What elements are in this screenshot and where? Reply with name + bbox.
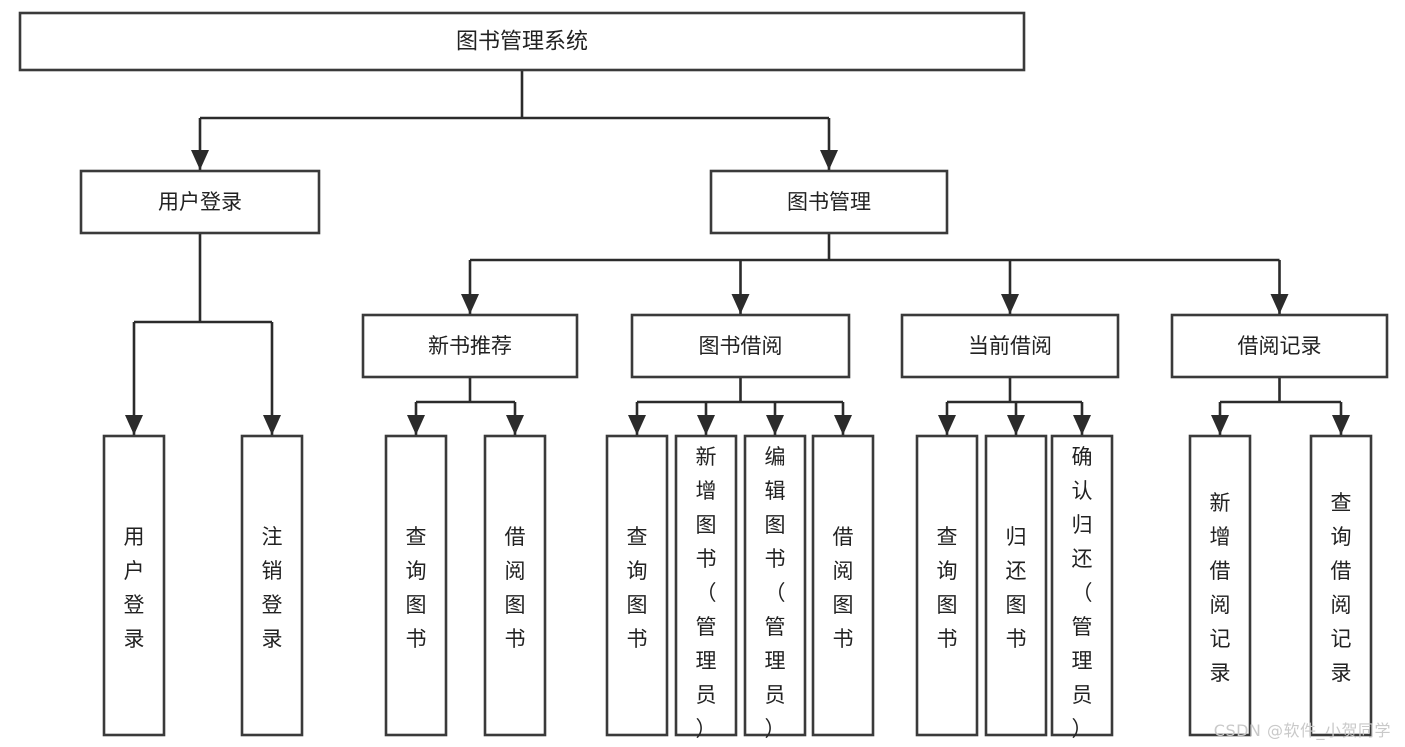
arrow-head-icon-bb-query-book [628, 415, 646, 435]
node-label-br-add-record: 新增借阅记录 [1210, 491, 1231, 685]
node-box-user-logout [240, 434, 304, 737]
node-nbr-borrow-book[interactable]: 借阅图书 [483, 434, 547, 737]
node-box-current-borrow [900, 313, 1120, 379]
node-box-bb-add-book-admin [674, 434, 738, 737]
node-bb-edit-book-admin[interactable]: 编辑图书（管理员） [743, 434, 807, 741]
connector-layer [125, 70, 1350, 435]
node-book-manage[interactable]: 图书管理 [709, 169, 949, 235]
node-label-user-login-do: 用户登录 [124, 525, 145, 651]
arrow-head-icon-cb-return-book [1007, 415, 1025, 435]
arrow-head-icon-user-login-do [125, 415, 143, 435]
node-br-query-record[interactable]: 查询借阅记录 [1309, 434, 1373, 737]
node-box-bb-query-book [605, 434, 669, 737]
arrow-head-icon-new-book-recommend [461, 294, 479, 314]
node-label-bb-edit-book-admin: 编辑图书（管理员） [765, 445, 786, 741]
node-layer: 图书管理系统用户登录图书管理用户登录注销登录新书推荐图书借阅当前借阅借阅记录查询… [18, 11, 1389, 741]
arrow-head-icon-borrow-record [1270, 294, 1289, 314]
node-box-nbr-borrow-book [483, 434, 547, 737]
node-label-nbr-borrow-book: 借阅图书 [505, 525, 526, 651]
node-label-cb-return-book: 归还图书 [1006, 525, 1027, 651]
node-root[interactable]: 图书管理系统 [18, 11, 1026, 72]
arrow-head-icon-user-login [191, 150, 209, 170]
node-box-cb-confirm-return-admin [1050, 434, 1114, 737]
node-label-borrow-record: 借阅记录 [1238, 334, 1322, 358]
node-bb-borrow-book[interactable]: 借阅图书 [811, 434, 875, 737]
node-label-bb-borrow-book: 借阅图书 [833, 525, 854, 651]
node-box-br-query-record [1309, 434, 1373, 737]
node-box-bb-edit-book-admin [743, 434, 807, 737]
node-box-cb-query-book [915, 434, 979, 737]
node-box-new-book-recommend [361, 313, 579, 379]
node-label-bb-add-book-admin: 新增图书（管理员） [696, 445, 717, 741]
arrow-head-icon-nbr-borrow-book [506, 415, 524, 435]
node-current-borrow[interactable]: 当前借阅 [900, 313, 1120, 379]
node-br-add-record[interactable]: 新增借阅记录 [1188, 434, 1252, 737]
node-box-user-login-do [102, 434, 166, 737]
node-cb-return-book[interactable]: 归还图书 [984, 434, 1048, 737]
node-box-bb-borrow-book [811, 434, 875, 737]
node-box-root [18, 11, 1026, 72]
node-label-book-borrow: 图书借阅 [699, 334, 783, 358]
node-borrow-record[interactable]: 借阅记录 [1170, 313, 1389, 379]
node-new-book-recommend[interactable]: 新书推荐 [361, 313, 579, 379]
arrow-head-icon-nbr-query-book [407, 415, 425, 435]
node-label-user-logout: 注销登录 [262, 525, 283, 651]
node-box-cb-return-book [984, 434, 1048, 737]
node-bb-query-book[interactable]: 查询图书 [605, 434, 669, 737]
node-book-borrow[interactable]: 图书借阅 [630, 313, 851, 379]
node-cb-confirm-return-admin[interactable]: 确认归还（管理员） [1050, 434, 1114, 741]
node-label-cb-query-book: 查询图书 [937, 525, 958, 651]
arrow-head-icon-current-borrow [1001, 294, 1019, 314]
node-user-login-do[interactable]: 用户登录 [102, 434, 166, 737]
node-box-book-borrow [630, 313, 851, 379]
node-nbr-query-book[interactable]: 查询图书 [384, 434, 448, 737]
arrow-head-icon-cb-query-book [938, 415, 956, 435]
node-label-user-login: 用户登录 [158, 190, 242, 214]
node-label-br-query-record: 查询借阅记录 [1331, 491, 1352, 685]
arrow-head-icon-user-logout [263, 415, 281, 435]
node-box-borrow-record [1170, 313, 1389, 379]
node-label-cb-confirm-return-admin: 确认归还（管理员） [1072, 445, 1093, 741]
node-user-logout[interactable]: 注销登录 [240, 434, 304, 737]
arrow-head-icon-bb-borrow-book [834, 415, 852, 435]
arrow-head-icon-book-borrow [731, 294, 750, 314]
node-label-bb-query-book: 查询图书 [627, 525, 648, 651]
node-label-new-book-recommend: 新书推荐 [428, 334, 512, 358]
arrow-head-icon-br-query-record [1332, 415, 1350, 435]
node-box-br-add-record [1188, 434, 1252, 737]
node-label-nbr-query-book: 查询图书 [406, 525, 427, 651]
arrow-head-icon-br-add-record [1211, 415, 1229, 435]
node-box-book-manage [709, 169, 949, 235]
node-cb-query-book[interactable]: 查询图书 [915, 434, 979, 737]
node-user-login[interactable]: 用户登录 [79, 169, 321, 235]
arrow-head-icon-bb-edit-book-admin [766, 415, 784, 435]
arrow-head-icon-book-manage [820, 150, 838, 170]
arrow-head-icon-bb-add-book-admin [697, 415, 715, 435]
node-label-root: 图书管理系统 [456, 30, 588, 55]
node-bb-add-book-admin[interactable]: 新增图书（管理员） [674, 434, 738, 741]
node-label-current-borrow: 当前借阅 [968, 334, 1052, 358]
node-box-user-login [79, 169, 321, 235]
arrow-head-icon-cb-confirm-return-admin [1073, 415, 1091, 435]
node-label-book-manage: 图书管理 [787, 190, 871, 214]
node-box-nbr-query-book [384, 434, 448, 737]
